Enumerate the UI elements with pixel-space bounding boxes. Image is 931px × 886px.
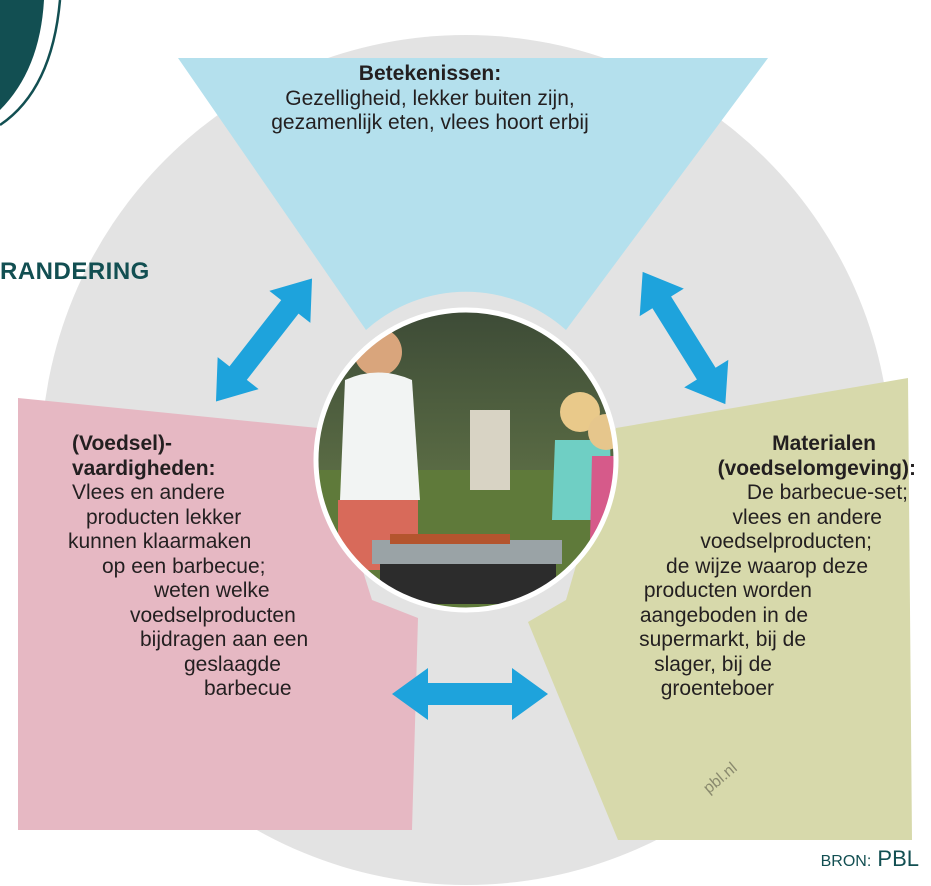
materials-line: de wijze waarop deze bbox=[666, 554, 868, 578]
materials-line: vlees en andere bbox=[732, 505, 882, 529]
header-fragment: RANDERING bbox=[0, 258, 150, 285]
skills-line: geslaagde bbox=[184, 652, 281, 676]
segment-materials bbox=[528, 378, 912, 840]
skills-title: vaardigheden: bbox=[72, 456, 216, 480]
skills-line: producten lekker bbox=[86, 505, 242, 529]
meanings-text: Betekenissen: Gezelligheid, lekker buite… bbox=[250, 62, 610, 136]
source-value: PBL bbox=[877, 846, 919, 871]
materials-line: aangeboden in de bbox=[639, 603, 808, 627]
meanings-line: Gezelligheid, lekker buiten zijn, bbox=[285, 86, 575, 110]
materials-line: supermarkt, bij de bbox=[639, 628, 806, 651]
skills-line: weten welke bbox=[154, 579, 270, 602]
skills-line: op een barbecue; bbox=[102, 554, 266, 578]
materials-title: (voedselomgeving): bbox=[717, 456, 916, 480]
arrows bbox=[215, 271, 729, 720]
materials-line: De barbecue-set; bbox=[746, 481, 908, 504]
materials-line: slager, bij de bbox=[654, 652, 772, 676]
materials-line: producten worden bbox=[643, 579, 812, 602]
skills-text: (Voedsel)- vaardigheden: Vlees en andere… bbox=[40, 432, 370, 702]
double-arrow-top-left-icon bbox=[215, 278, 313, 402]
segment-skills bbox=[18, 398, 418, 830]
skills-line: bijdragen aan een bbox=[140, 628, 309, 651]
materials-title: Materialen bbox=[772, 432, 876, 455]
photo-border bbox=[313, 307, 619, 613]
materials-text: Materialen (voedselomgeving): De barbecu… bbox=[596, 432, 916, 702]
skills-title: (Voedsel)- bbox=[72, 432, 172, 455]
materials-line: voedselproducten; bbox=[700, 530, 872, 553]
corner-logo bbox=[0, 0, 62, 127]
source-credit: BRON: PBL bbox=[821, 846, 919, 872]
source-label: BRON: bbox=[820, 853, 872, 870]
skills-line: barbecue bbox=[204, 677, 292, 700]
double-arrow-bottom-icon bbox=[392, 668, 548, 720]
segment-meanings bbox=[178, 58, 768, 330]
meanings-line: gezamenlijk eten, vlees hoort erbij bbox=[271, 111, 589, 134]
double-arrow-top-right-icon bbox=[639, 271, 729, 405]
skills-line: Vlees en andere bbox=[72, 481, 225, 504]
skills-line: kunnen klaarmaken bbox=[68, 530, 252, 553]
materials-line: groenteboer bbox=[660, 677, 774, 700]
meanings-title: Betekenissen: bbox=[358, 62, 502, 85]
skills-line: voedselproducten bbox=[130, 603, 296, 627]
